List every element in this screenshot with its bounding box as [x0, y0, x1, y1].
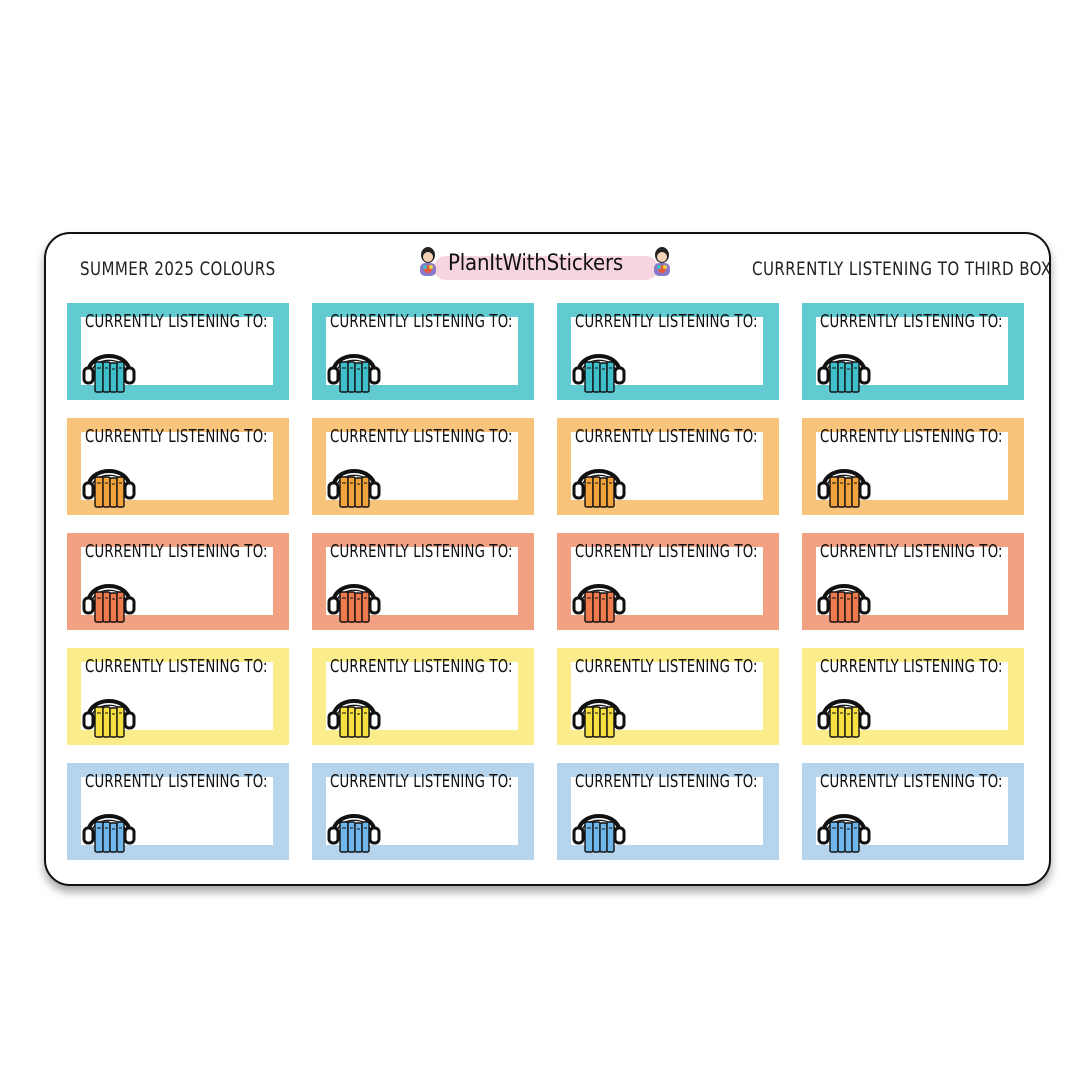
sticker-label: CURRENTLY LISTENING TO:	[85, 771, 268, 792]
listening-sticker: CURRENTLY LISTENING TO:	[312, 648, 534, 745]
headphones-books-icon	[82, 814, 136, 853]
listening-sticker: CURRENTLY LISTENING TO:	[557, 648, 779, 745]
listening-sticker: CURRENTLY LISTENING TO:	[557, 418, 779, 515]
headphones-books-icon	[817, 699, 871, 738]
headphones-books-icon	[817, 584, 871, 623]
brand-logo: PlanItWithStickers	[414, 246, 678, 282]
sticker-label: CURRENTLY LISTENING TO:	[575, 311, 758, 332]
sticker-label: CURRENTLY LISTENING TO:	[575, 771, 758, 792]
sticker-label: CURRENTLY LISTENING TO:	[330, 426, 513, 447]
listening-sticker: CURRENTLY LISTENING TO:	[67, 648, 289, 745]
headphones-books-icon	[572, 699, 626, 738]
listening-sticker: CURRENTLY LISTENING TO:	[802, 763, 1024, 860]
headphones-books-icon	[572, 469, 626, 508]
listening-sticker: CURRENTLY LISTENING TO:	[557, 303, 779, 400]
headphones-books-icon	[817, 354, 871, 393]
sheet-title: SUMMER 2025 COLOURS	[80, 258, 276, 280]
listening-sticker: CURRENTLY LISTENING TO:	[67, 763, 289, 860]
headphones-books-icon	[572, 354, 626, 393]
listening-sticker: CURRENTLY LISTENING TO:	[312, 418, 534, 515]
sticker-label: CURRENTLY LISTENING TO:	[330, 771, 513, 792]
sticker-label: CURRENTLY LISTENING TO:	[820, 426, 1003, 447]
listening-sticker: CURRENTLY LISTENING TO:	[67, 303, 289, 400]
listening-sticker: CURRENTLY LISTENING TO:	[312, 763, 534, 860]
sticker-label: CURRENTLY LISTENING TO:	[330, 656, 513, 677]
sticker-label: CURRENTLY LISTENING TO:	[820, 311, 1003, 332]
listening-sticker: CURRENTLY LISTENING TO:	[557, 533, 779, 630]
sticker-label: CURRENTLY LISTENING TO:	[85, 311, 268, 332]
sticker-label: CURRENTLY LISTENING TO:	[575, 426, 758, 447]
listening-sticker: CURRENTLY LISTENING TO:	[557, 763, 779, 860]
listening-sticker: CURRENTLY LISTENING TO:	[312, 303, 534, 400]
listening-sticker: CURRENTLY LISTENING TO:	[802, 303, 1024, 400]
listening-sticker: CURRENTLY LISTENING TO:	[802, 648, 1024, 745]
headphones-books-icon	[572, 814, 626, 853]
sticker-label: CURRENTLY LISTENING TO:	[820, 541, 1003, 562]
sticker-label: CURRENTLY LISTENING TO:	[820, 656, 1003, 677]
girl-mascot-icon	[654, 247, 670, 276]
listening-sticker: CURRENTLY LISTENING TO:	[802, 418, 1024, 515]
sticker-label: CURRENTLY LISTENING TO:	[575, 541, 758, 562]
listening-sticker: CURRENTLY LISTENING TO:	[67, 533, 289, 630]
headphones-books-icon	[572, 584, 626, 623]
headphones-books-icon	[82, 469, 136, 508]
sticker-label: CURRENTLY LISTENING TO:	[85, 656, 268, 677]
headphones-books-icon	[327, 699, 381, 738]
headphones-books-icon	[82, 584, 136, 623]
brand-band	[434, 256, 658, 280]
headphones-books-icon	[327, 469, 381, 508]
headphones-books-icon	[327, 354, 381, 393]
headphones-books-icon	[817, 814, 871, 853]
sheet-description: CURRENTLY LISTENING TO THIRD BOX	[752, 258, 1052, 280]
sticker-label: CURRENTLY LISTENING TO:	[820, 771, 1003, 792]
headphones-books-icon	[327, 584, 381, 623]
sticker-label: CURRENTLY LISTENING TO:	[85, 541, 268, 562]
sticker-label: CURRENTLY LISTENING TO:	[575, 656, 758, 677]
sticker-label: CURRENTLY LISTENING TO:	[330, 311, 513, 332]
headphones-books-icon	[817, 469, 871, 508]
sticker-label: CURRENTLY LISTENING TO:	[85, 426, 268, 447]
brand-name: PlanItWithStickers	[448, 251, 623, 276]
listening-sticker: CURRENTLY LISTENING TO:	[802, 533, 1024, 630]
headphones-books-icon	[82, 699, 136, 738]
listening-sticker: CURRENTLY LISTENING TO:	[67, 418, 289, 515]
sticker-label: CURRENTLY LISTENING TO:	[330, 541, 513, 562]
girl-mascot-icon	[420, 247, 436, 276]
headphones-books-icon	[327, 814, 381, 853]
headphones-books-icon	[82, 354, 136, 393]
listening-sticker: CURRENTLY LISTENING TO:	[312, 533, 534, 630]
